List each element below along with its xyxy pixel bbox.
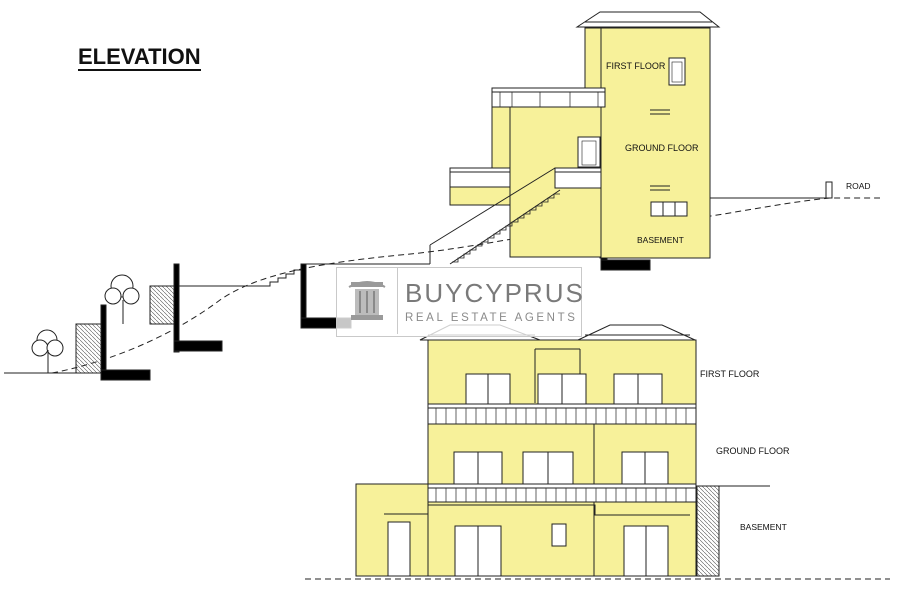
label-ground-floor: GROUND FLOOR (625, 143, 699, 153)
terrace-steps (149, 285, 175, 325)
label-ground-floor: GROUND FLOOR (716, 446, 790, 456)
road-post (825, 181, 833, 199)
side-elevation: FIRST FLOOR GROUND FLOOR BASEMENT ROAD (4, 11, 880, 381)
label-first-floor: FIRST FLOOR (606, 61, 666, 71)
tree-icon (104, 274, 140, 324)
window (551, 523, 567, 547)
retaining-wall-footing (600, 259, 651, 271)
terrace-steps (75, 323, 102, 374)
retaining-wall (173, 263, 180, 353)
roof-railing (491, 87, 606, 108)
label-basement: BASEMENT (637, 235, 684, 245)
retaining-wall (100, 304, 107, 381)
side-steps (696, 485, 720, 577)
retaining-wall-footing (173, 340, 223, 352)
door (577, 136, 601, 168)
ground-floor-windows (453, 451, 669, 485)
first-floor-windows (465, 373, 663, 405)
basement-window (650, 201, 688, 217)
balcony-railing-upper (427, 403, 697, 425)
label-basement: BASEMENT (740, 522, 787, 532)
roof-right (577, 324, 696, 341)
retaining-wall-footing (100, 369, 151, 381)
label-road: ROAD (846, 181, 871, 191)
watermark-brand: BUYCYPRUS (405, 278, 585, 308)
label-first-floor: FIRST FLOOR (700, 369, 760, 379)
tower-block (599, 27, 711, 259)
roof (575, 11, 721, 28)
column-logo-icon (337, 268, 398, 334)
lower-terrace (449, 186, 511, 206)
watermark-tagline: REAL ESTATE AGENTS (405, 312, 578, 324)
window (668, 57, 686, 86)
terrace-railing (449, 167, 511, 188)
drawing-title: ELEVATION (78, 44, 201, 71)
door (387, 521, 411, 577)
front-elevation: FIRST FLOOR GROUND FLOOR BASEMENT (305, 324, 890, 580)
tree-icon (31, 329, 64, 373)
watermark: BUYCYPRUS REAL ESTATE AGENTS (336, 267, 585, 337)
balcony-railing (554, 167, 602, 189)
